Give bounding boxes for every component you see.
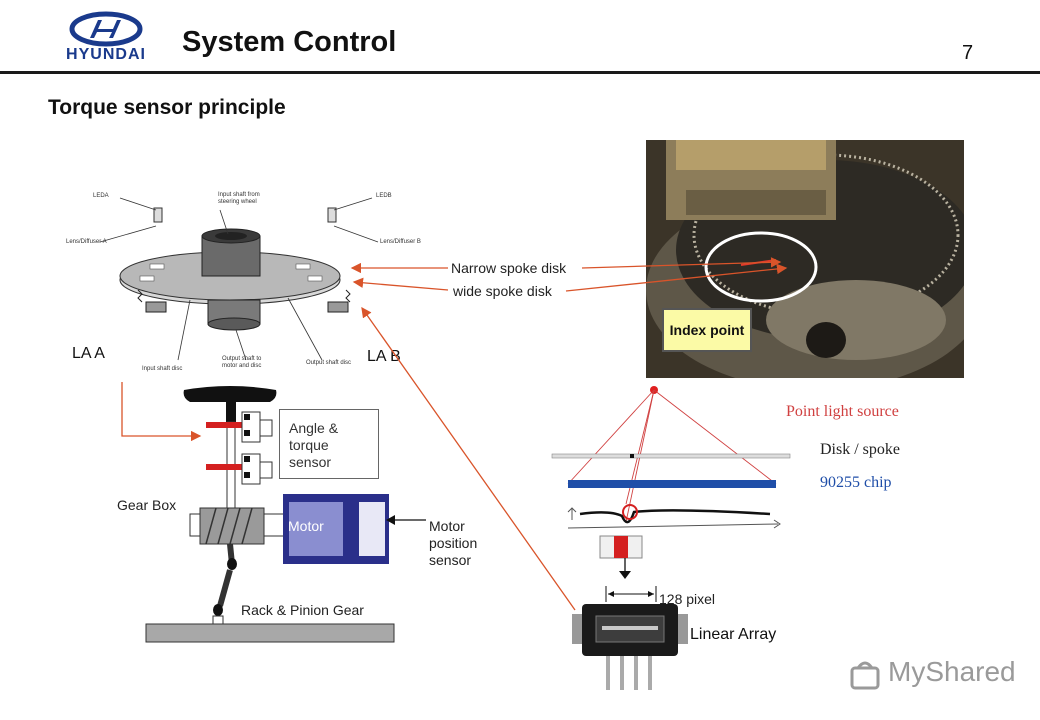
angle-torque-line3: sensor bbox=[289, 454, 332, 470]
optics-diagram bbox=[550, 384, 910, 560]
motor-position-label: Motor position sensor bbox=[429, 518, 477, 569]
wide-spoke-disk-label: wide spoke disk bbox=[453, 283, 552, 299]
watermark-icon bbox=[848, 658, 882, 692]
motor-block bbox=[283, 494, 389, 564]
output-shaft-motor-line2: motor and disc bbox=[222, 363, 262, 369]
down-arrow bbox=[619, 558, 631, 579]
motor-position-arrow bbox=[386, 515, 426, 525]
angle-torque-line2: torque bbox=[289, 437, 329, 453]
header-divider bbox=[0, 71, 1040, 74]
disk-spoke-label: Disk / spoke bbox=[820, 441, 900, 458]
motor-position-line2: position bbox=[429, 535, 478, 551]
page-title: System Control bbox=[182, 26, 397, 58]
angle-torque-sensor-box: Angle & torque sensor bbox=[279, 409, 379, 479]
linear-array-chip bbox=[572, 604, 688, 694]
output-shaft-motor-line1: Output shaft to bbox=[222, 356, 262, 362]
motor-label: Motor bbox=[288, 518, 324, 534]
output-shaft-motor-label: Output shaft to motor and disc bbox=[222, 356, 261, 370]
output-shaft-disc-label: Output shaft disc bbox=[306, 360, 352, 366]
section-subtitle: Torque sensor principle bbox=[48, 96, 286, 119]
hyundai-logo: HYUNDAI bbox=[58, 10, 154, 66]
motor-position-line1: Motor bbox=[429, 518, 465, 534]
narrow-spoke-disk-label: Narrow spoke disk bbox=[451, 260, 567, 276]
motor-position-line3: sensor bbox=[429, 552, 472, 568]
gear-box-label: Gear Box bbox=[117, 497, 177, 513]
input-shaft-top-line2: steering wheel bbox=[218, 199, 257, 205]
linear-array-label: Linear Array bbox=[690, 626, 777, 643]
la-b-label: LA B bbox=[367, 348, 401, 365]
brand-name: HYUNDAI bbox=[66, 46, 146, 63]
pixel-count-label: 128 pixel bbox=[659, 591, 716, 607]
la-a-label: LA A bbox=[72, 345, 105, 362]
torque-sensor-drawing bbox=[99, 197, 379, 361]
chip-label: 90255 chip bbox=[820, 474, 892, 491]
angle-torque-line1: Angle & bbox=[289, 420, 339, 436]
lens-a-label: Lens/Diffuser A bbox=[66, 239, 107, 245]
steering-system-drawing bbox=[145, 386, 395, 643]
led-b-label: LEDB bbox=[376, 193, 392, 199]
point-light-label: Point light source bbox=[786, 403, 899, 420]
input-shaft-disc-label: Input shaft disc bbox=[142, 366, 183, 372]
index-point-label: Index point bbox=[662, 308, 752, 352]
page-number: 7 bbox=[962, 42, 974, 64]
rack-pinion-label: Rack & Pinion Gear bbox=[241, 602, 364, 618]
lens-b-label: Lens/Diffuser B bbox=[380, 239, 421, 245]
led-a-label: LEDA bbox=[93, 193, 109, 199]
pixel-dimension bbox=[605, 586, 657, 602]
input-shaft-top-label: Input shaft from steering wheel bbox=[218, 192, 260, 206]
watermark-text: MyShared bbox=[888, 656, 1016, 687]
input-shaft-top-line1: Input shaft from bbox=[218, 192, 260, 198]
